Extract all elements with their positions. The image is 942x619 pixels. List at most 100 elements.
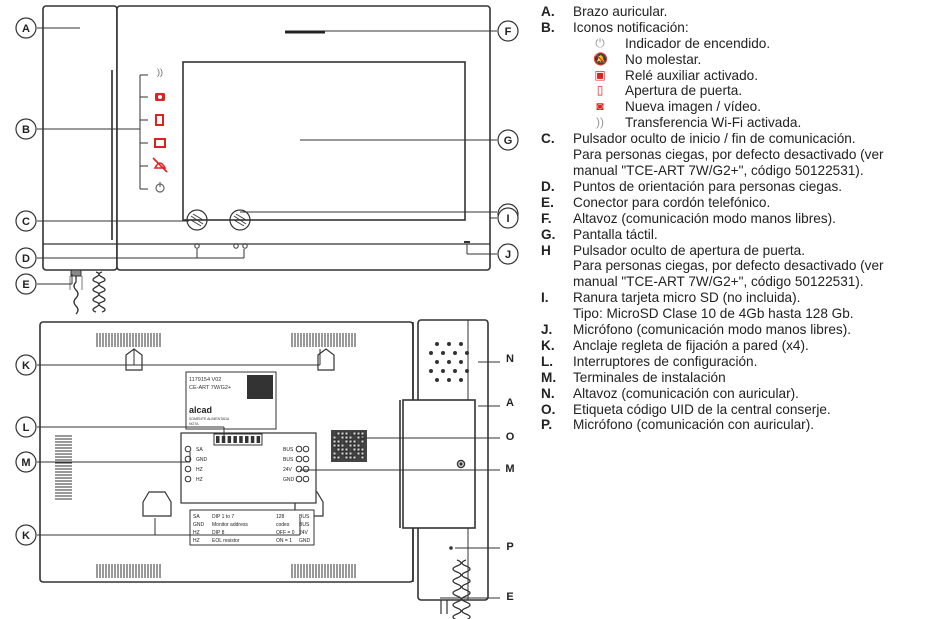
callout-letter: J (505, 249, 511, 261)
bell-off-icon: 🔕 (593, 51, 608, 66)
legend-key: J. (541, 322, 553, 338)
legend-item: E.Conector para cordón telefónico. (541, 195, 941, 211)
callout-letter: D (22, 253, 30, 265)
table-cell-left: HZ (193, 538, 200, 544)
callout-a (15, 17, 37, 39)
callout-m (15, 451, 37, 473)
legend-icon-item: ⏻Indicador de encendido. (541, 36, 941, 52)
callout-letter: I (506, 213, 509, 225)
label-line-1: 1179154 V02 (189, 377, 221, 383)
legend-item: manual "TCE-ART 7W/G2+", código 50122531… (541, 274, 941, 290)
legend-item: F.Altavoz (comunicación modo manos libre… (541, 211, 941, 227)
vent-grille (55, 333, 356, 578)
terminal-label-left: SA (196, 447, 203, 453)
door-icon: ▯ (596, 83, 604, 98)
legend-text: Anclaje regleta de fijación a pared (x4)… (573, 337, 809, 353)
wifi-icon: )) (596, 115, 604, 130)
legend-icon-text: No molestar. (625, 51, 702, 67)
wall-anchor (317, 348, 335, 371)
handset-hook (402, 399, 476, 529)
legend-item: M.Terminales de instalación (541, 370, 941, 386)
dip-switches (213, 433, 263, 446)
terminal-label-left: GND (196, 457, 208, 463)
legend-text: Para personas ciegas, por defecto desact… (573, 147, 884, 163)
terminal-label-right: BUS (283, 447, 294, 453)
legend-item: A.Brazo auricular. (541, 4, 941, 20)
legend-key: H (541, 242, 551, 258)
hidden-button-door (229, 209, 251, 231)
table-cell-left: HZ (193, 530, 200, 536)
table-cell-left: SA (193, 514, 200, 520)
legend-text: Tipo: MicroSD Clase 10 de 4Gb hasta 128 … (573, 306, 854, 322)
terminal-table (189, 509, 315, 546)
legend-text: manual "TCE-ART 7W/G2+", código 50122531… (573, 274, 864, 290)
orientation-dot (194, 243, 200, 249)
camera-icon: ◙ (596, 99, 604, 114)
legend-icon-item: ▯ Apertura de puerta. (541, 83, 941, 99)
legend-text: Micrófono (comunicación con auricular). (573, 417, 815, 433)
table-cell-right-top: OFF = 0 (276, 530, 295, 536)
power-icon: ⏻ (595, 35, 605, 50)
callout-d (15, 247, 37, 269)
legend-icon-item: ◙ Nueva imagen / vídeo. (541, 99, 941, 115)
door-icon (155, 114, 164, 126)
terminal-label-right: 24V (283, 467, 293, 473)
legend-text: Para personas ciegas, por defecto desact… (573, 258, 884, 274)
table-cell-mid: EOL resistor (212, 538, 240, 544)
label-small-2: NOTA (189, 422, 199, 426)
legend-key: O. (541, 401, 556, 417)
legend-icon-text: Nueva imagen / vídeo. (625, 99, 762, 115)
leader-lines-front (37, 27, 497, 285)
legend-text: Ranura tarjeta micro SD (no incluida). (573, 290, 801, 306)
terminal-label-left: HZ (196, 467, 203, 473)
legend-item: Para personas ciegas, por defecto desact… (541, 147, 941, 163)
legend-icon-text: Transferencia Wi-Fi activada. (625, 115, 802, 131)
legend-text: Altavoz (comunicación modo manos libres)… (573, 210, 836, 226)
coiled-cord-front (92, 271, 106, 313)
legend-text: manual "TCE-ART 7W/G2+", código 50122531… (573, 162, 864, 178)
legend-text: Altavoz (comunicación con auricular). (573, 385, 799, 401)
legend-item: I.Ranura tarjeta micro SD (no incluida). (541, 290, 941, 306)
handset-microphone-hole (449, 546, 453, 550)
callout-letter: L (23, 422, 30, 434)
legend-icon-text: Apertura de puerta. (625, 83, 743, 99)
callout-i (497, 207, 519, 229)
legend-text: Pulsador oculto de apertura de puerta. (573, 242, 806, 258)
leader-lines-back (37, 349, 500, 599)
callout-letter: E (22, 279, 29, 291)
front-view (42, 5, 491, 315)
table-cell-right-bot: BUS (299, 522, 310, 528)
orientation-dot (233, 243, 239, 249)
callout-letter: M (21, 457, 30, 469)
label-small-1: SOMENTE ALIMENTADA (189, 417, 230, 421)
touch-screen (182, 61, 466, 221)
legend-icon-text: Relé auxiliar activado. (625, 67, 758, 83)
table-cell-mid: DIP 8 (212, 530, 225, 536)
wall-anchor (142, 491, 172, 517)
legend-text: Pulsador oculto de inicio / fin de comun… (573, 131, 856, 147)
legend-item: Para personas ciegas, por defecto desact… (541, 258, 941, 274)
callout-l (15, 416, 37, 438)
legend-item: N.Altavoz (comunicación con auricular). (541, 386, 941, 402)
legend-text: Conector para cordón telefónico. (573, 194, 771, 210)
table-cell-left: GND (193, 522, 205, 528)
callout-k (15, 354, 37, 376)
notification-icons-column: )) (152, 67, 168, 193)
callout-k (15, 524, 37, 546)
wall-anchor (125, 348, 143, 371)
callout-f (497, 20, 519, 42)
legend-text: Micrófono (comunicación modo manos libre… (573, 322, 852, 338)
callout-e (15, 273, 37, 295)
legend-key: A. (541, 4, 555, 19)
callout-g (497, 129, 519, 151)
callout-letter: O (506, 431, 515, 443)
callout-badges: ABCDEFGHIJKLMKNAOMPE (15, 17, 519, 603)
legend-item: B.Iconos notificación: (541, 20, 941, 36)
dip-switch-levers (216, 436, 261, 443)
callout-letter: C (22, 216, 30, 228)
table-cell-mid: Monitor address (212, 522, 248, 528)
callout-letter: N (506, 353, 514, 365)
table-cell-right-top: ON = 1 (276, 538, 292, 544)
